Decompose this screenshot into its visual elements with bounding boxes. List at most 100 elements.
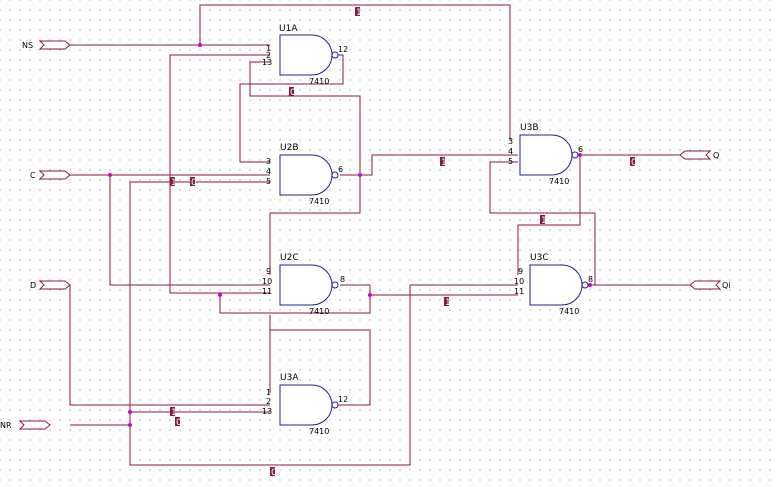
- gate-u1a[interactable]: U1A 1 2 13 12 7410: [262, 24, 348, 86]
- input-port-shape: [38, 170, 71, 180]
- nand-bubble: [331, 51, 339, 59]
- net-tag: 1: [355, 7, 362, 18]
- input-port-shape: [38, 40, 71, 50]
- wire-d: [69, 285, 270, 406]
- svg-text:1: 1: [356, 8, 362, 18]
- svg-text:1: 1: [441, 158, 447, 168]
- port-nr[interactable]: NR: [0, 420, 51, 430]
- net-tag: 1: [170, 177, 177, 188]
- nand-gate-body: [279, 264, 333, 306]
- wire-u2b-fb: [269, 175, 361, 275]
- nand-bubble: [571, 151, 579, 159]
- port-label: C: [30, 171, 36, 180]
- gate-ref: U3B: [520, 123, 539, 133]
- wire-u2b-5: [129, 181, 518, 466]
- svg-text:6: 6: [338, 165, 343, 174]
- svg-text:2: 2: [266, 51, 271, 60]
- svg-text:5: 5: [508, 157, 513, 166]
- svg-text:1: 1: [266, 44, 271, 53]
- svg-text:6: 6: [578, 145, 583, 154]
- port-label: Q: [713, 151, 719, 160]
- gate-u3a[interactable]: U3A 1 2 13 12 7410: [262, 373, 348, 436]
- junction: [218, 293, 222, 297]
- gate-ref: U3C: [530, 253, 549, 263]
- junction: [128, 410, 132, 414]
- svg-text:1: 1: [541, 216, 547, 226]
- port-ns[interactable]: NS: [22, 40, 71, 50]
- nand-gate-body: [279, 154, 333, 196]
- svg-text:8: 8: [340, 275, 345, 284]
- output-port-shape: [679, 150, 712, 160]
- svg-text:9: 9: [518, 267, 523, 276]
- svg-text:5: 5: [266, 177, 271, 186]
- svg-text:9: 9: [266, 267, 271, 276]
- port-d[interactable]: D: [30, 280, 71, 290]
- junction: [588, 283, 592, 287]
- nand-gate-body: [519, 134, 573, 176]
- nand-bubble: [331, 171, 339, 179]
- output-port-shape: [689, 280, 722, 290]
- gate-u2b[interactable]: U2B 3 4 5 6 7410: [266, 143, 343, 206]
- input-port-shape: [18, 420, 51, 430]
- net-tag: 0: [190, 177, 197, 188]
- svg-text:11: 11: [514, 287, 524, 296]
- gate-u2c[interactable]: U2C 9 10 11 8 7410: [262, 253, 345, 316]
- junction: [358, 173, 362, 177]
- svg-text:0: 0: [271, 468, 277, 478]
- svg-text:1: 1: [171, 178, 177, 188]
- junction: [578, 153, 582, 157]
- nand-gate-body: [279, 34, 333, 76]
- nand-bubble: [331, 401, 339, 409]
- junction: [198, 43, 202, 47]
- svg-text:10: 10: [262, 277, 272, 286]
- svg-text:1: 1: [266, 388, 271, 397]
- gate-u3b[interactable]: U3B 3 4 5 6 7410: [508, 123, 583, 186]
- wire-nr: [70, 411, 270, 426]
- wire-u1a-2: [169, 54, 270, 294]
- junction: [128, 423, 132, 427]
- wire-u3a-out: [270, 329, 371, 406]
- svg-text:12: 12: [338, 45, 348, 54]
- wires: [69, 4, 690, 466]
- svg-text:7410: 7410: [309, 307, 329, 316]
- svg-text:0: 0: [176, 418, 182, 428]
- svg-text:1: 1: [445, 298, 451, 308]
- wire-ns-loop: [199, 4, 511, 140]
- nand-bubble: [581, 281, 589, 289]
- svg-text:2: 2: [266, 397, 271, 406]
- gate-ref: U2C: [280, 253, 299, 263]
- nand-gate-body: [279, 384, 333, 426]
- input-port-shape: [38, 280, 71, 290]
- svg-text:7410: 7410: [549, 177, 569, 186]
- wire-u1a-out: [239, 54, 344, 163]
- svg-text:4: 4: [508, 147, 513, 156]
- svg-text:4: 4: [266, 167, 271, 176]
- net-tag: 0: [175, 417, 182, 428]
- svg-text:3: 3: [266, 157, 271, 166]
- svg-text:11: 11: [262, 287, 272, 296]
- junctions: [108, 43, 592, 427]
- net-tag: 1: [540, 215, 547, 226]
- port-qi[interactable]: Qi: [689, 280, 731, 290]
- nand-gate-body: [529, 264, 583, 306]
- svg-text:8: 8: [588, 275, 593, 284]
- svg-text:12: 12: [338, 395, 348, 404]
- port-label: D: [30, 281, 36, 290]
- net-tag: 1: [170, 407, 177, 418]
- port-c[interactable]: C: [30, 170, 71, 180]
- port-label: Qi: [722, 281, 731, 290]
- port-q[interactable]: Q: [679, 150, 719, 160]
- svg-text:7410: 7410: [309, 197, 329, 206]
- net-tag: 1: [444, 297, 451, 308]
- net-tags: 1 0 1 1 0 0 1 1 1 0 0: [170, 7, 637, 478]
- svg-text:13: 13: [262, 58, 272, 67]
- svg-text:0: 0: [191, 178, 197, 188]
- gate-u3c[interactable]: U3C 9 10 11 8 7410: [514, 253, 593, 316]
- wire-u2c-out: [219, 284, 371, 314]
- gate-ref: U3A: [280, 373, 299, 383]
- nand-bubble: [331, 281, 339, 289]
- net-tag: 0: [289, 87, 296, 98]
- gate-ref: U2B: [280, 143, 299, 153]
- gate-ref: U1A: [279, 24, 298, 34]
